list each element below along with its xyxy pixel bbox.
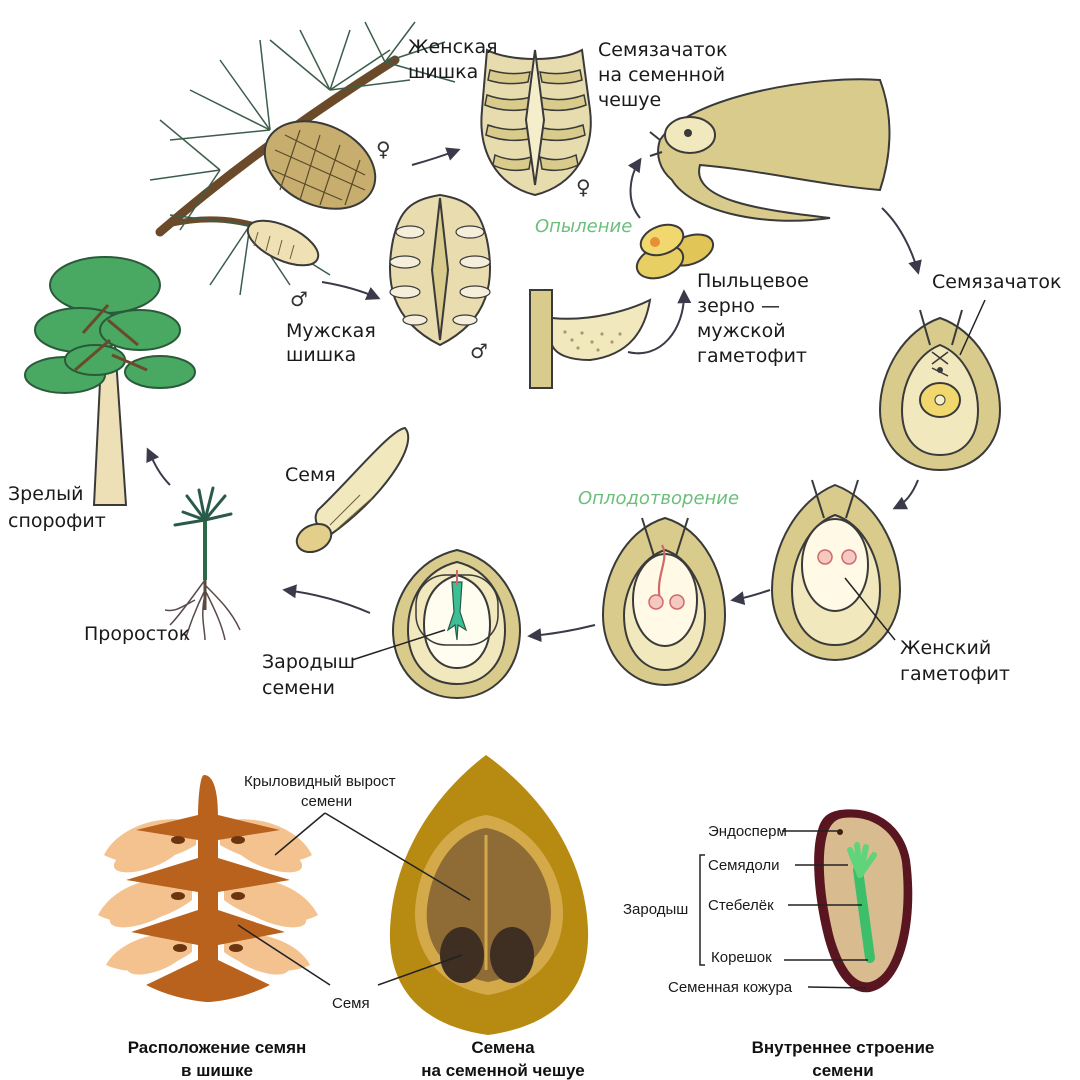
ovule <box>878 309 1002 472</box>
leader-embryo <box>351 629 446 661</box>
branch-male-cone <box>246 219 320 267</box>
label-mature-2: спорофит <box>8 510 106 532</box>
leader-wing-cone <box>274 812 326 856</box>
caption-seed-arrangement-2: в шишке <box>181 1061 253 1080</box>
caption-seed-structure-2: семени <box>812 1061 873 1080</box>
label-female-cone-2: шишка <box>408 61 478 83</box>
label-embryo-bottom: Зародыш <box>623 901 688 918</box>
arrow-pollen-release <box>627 289 692 355</box>
label-root: Корешок <box>711 949 772 966</box>
label-seed-coat: Семенная кожура <box>668 979 793 996</box>
arrow-to-mature-tree <box>146 447 171 486</box>
label-cotyledons: Семядоли <box>708 857 780 874</box>
female-cone-section <box>480 48 592 197</box>
winged-seed <box>295 426 410 554</box>
seedling <box>164 486 241 641</box>
label-pollen-2: зерно — <box>697 295 780 317</box>
label-ovule-scale-1: Семязачаток <box>598 39 728 61</box>
cone-seed-arrangement <box>98 775 318 1002</box>
label-male-cone-1: Мужская <box>286 320 376 342</box>
arrow-to-fertilization <box>730 589 771 606</box>
arrow-to-female-cone <box>411 147 461 166</box>
leader-seed-coat <box>807 986 867 989</box>
pine-branch <box>149 21 456 296</box>
label-female-gametophyte-1: Женский <box>900 637 991 659</box>
leader-female-gametophyte <box>844 577 896 641</box>
female-symbol-branch: ♀ <box>376 137 391 161</box>
label-seedling: Проросток <box>84 623 190 645</box>
label-pollen-1: Пыльцевое <box>697 270 809 292</box>
label-ovule-scale-2: на семенной <box>598 64 725 86</box>
label-seed: Семя <box>285 464 336 486</box>
label-embryo-1: Зародыш <box>262 651 355 673</box>
arrow-to-seedling <box>282 584 371 614</box>
arrow-to-female-gametophyte <box>892 479 919 510</box>
label-ovule-scale-3: чешуе <box>598 89 661 111</box>
ovule-on-seed-scale <box>649 78 891 222</box>
leader-seed-cone <box>237 924 331 986</box>
male-cone-section <box>388 193 492 347</box>
seed-with-embryo <box>391 548 522 700</box>
label-pollen-4: гаметофит <box>697 345 807 367</box>
embryo-bracket <box>699 854 705 966</box>
caption-seeds-on-scale-2: на семенной чешуе <box>421 1061 584 1080</box>
microsporangium <box>529 289 652 389</box>
label-stem: Стебелёк <box>708 897 774 914</box>
label-wing-2: семени <box>301 793 352 810</box>
arrow-pollination <box>627 157 642 219</box>
arrow-to-male-cone <box>321 281 381 300</box>
label-embryo-2: семени <box>262 677 335 699</box>
leader-wing-scale <box>324 812 471 901</box>
pollen-grains <box>635 223 715 280</box>
branch-female-cone <box>263 120 377 210</box>
caption-seed-arrangement-1: Расположение семян <box>128 1038 307 1057</box>
label-seed-bottom: Семя <box>332 995 370 1012</box>
male-symbol-branch: ♂ <box>290 287 308 311</box>
seed-inner-structure <box>814 809 913 993</box>
caption-seed-structure-1: Внутреннее строение <box>752 1038 935 1057</box>
mature-tree <box>24 256 196 506</box>
label-endosperm: Эндосперм <box>708 823 787 840</box>
label-wing-1: Крыловидный вырост <box>244 773 396 790</box>
male-symbol-cone: ♂ <box>470 339 488 363</box>
label-female-cone-1: Женская <box>408 36 498 58</box>
label-ovule: Семязачаток <box>932 271 1062 293</box>
female-symbol-cone: ♀ <box>576 175 591 199</box>
label-mature-1: Зрелый <box>8 483 83 505</box>
label-pollination: Опыление <box>535 216 632 237</box>
label-female-gametophyte-2: гаметофит <box>900 663 1010 685</box>
arrow-to-embryo <box>527 624 596 643</box>
arrow-to-ovule <box>881 207 922 275</box>
seeds-on-scale <box>389 755 589 1035</box>
label-fertilization: Оплодотворение <box>578 488 739 509</box>
label-pollen-3: мужской <box>697 320 786 342</box>
fertilization-ovule <box>601 516 727 687</box>
label-male-cone-2: шишка <box>286 344 356 366</box>
leader-ovule <box>959 299 986 356</box>
caption-seeds-on-scale-1: Семена <box>471 1038 535 1057</box>
leader-seed-scale <box>377 954 463 986</box>
female-gametophyte-ovule <box>770 479 902 662</box>
